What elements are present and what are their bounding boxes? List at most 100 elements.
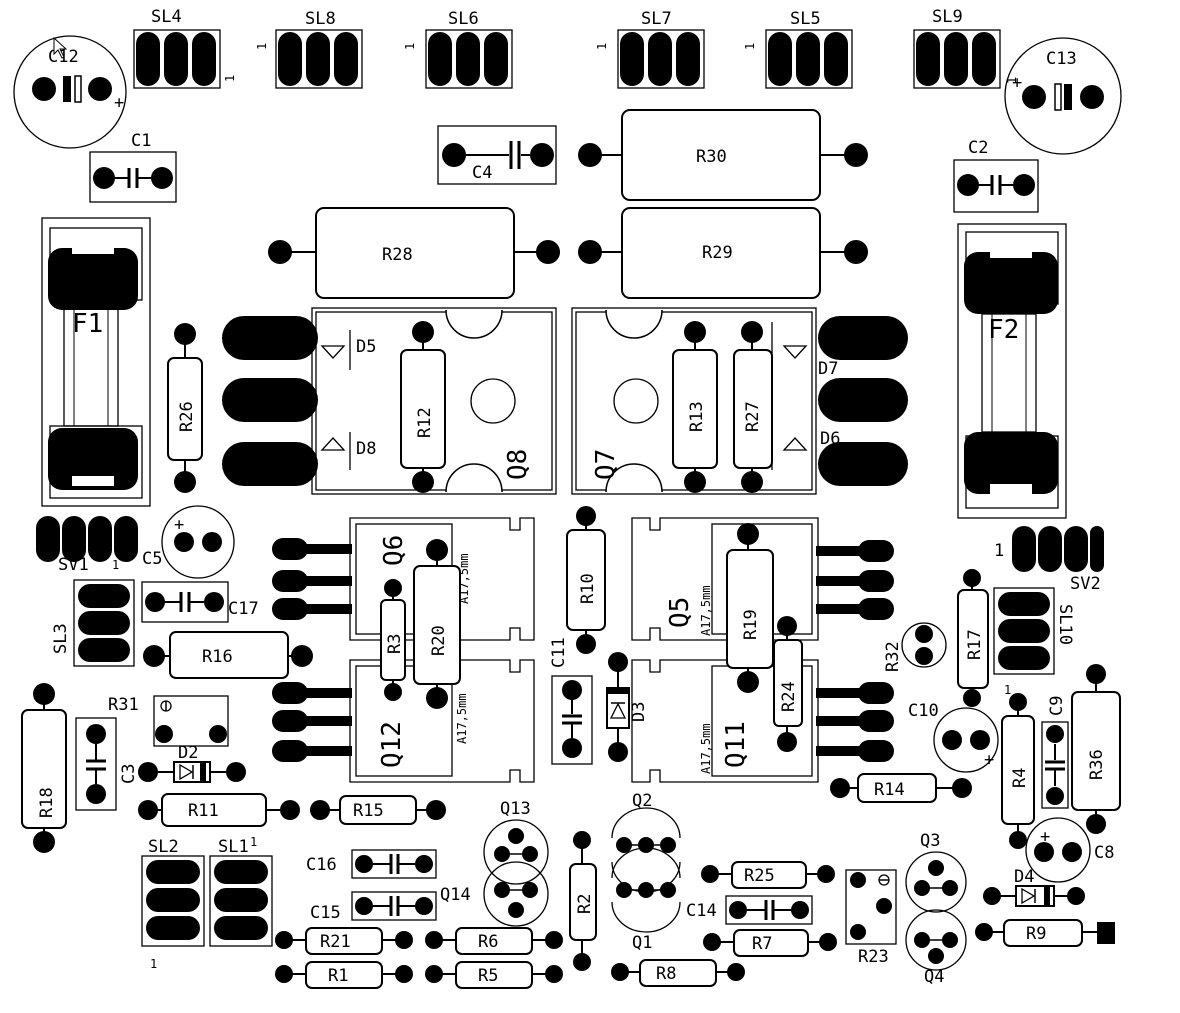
label-r16: R16 [202, 647, 233, 667]
label-c9: C9 [1047, 696, 1067, 716]
header-sl7: SL7 1 [595, 9, 705, 89]
label-sl1: SL1 [218, 837, 249, 857]
label-sv1: SV1 [58, 555, 89, 575]
label-r12: R12 [415, 407, 435, 438]
label-sl10: SL10 [1055, 604, 1075, 645]
header-sl10: SL10 1 [993, 587, 1075, 697]
label-c8: C8 [1094, 843, 1114, 863]
heatsink-q11: A17,5mm [699, 723, 713, 774]
transistor-q12: Q12 A17,5mm [272, 659, 535, 783]
label-sl2: SL2 [148, 837, 179, 857]
label-f1: F1 [72, 309, 103, 339]
diode-d2: D2 [138, 743, 246, 783]
resistor-r32: R32 [883, 622, 947, 672]
label-r26: R26 [177, 401, 197, 432]
label-c14: C14 [686, 901, 717, 921]
label-d3: D3 [629, 702, 649, 722]
heatsink-q5: A17,5mm [699, 585, 713, 636]
resistor-r30: R30 [578, 109, 868, 201]
label-sl5: SL5 [790, 9, 821, 29]
label-r27: R27 [743, 401, 763, 432]
resistor-r11: R11 [138, 793, 300, 827]
resistor-r1: R1 [275, 961, 413, 989]
label-d8: D8 [356, 439, 376, 459]
pin1-sl8: 1 [255, 43, 269, 50]
header-sl6: SL6 1 [403, 9, 513, 89]
capacitor-c3: C3 [75, 717, 139, 811]
resistor-r9: R9 [975, 919, 1115, 947]
resistor-r31: R31 [108, 695, 229, 747]
transistor-q7: Q7 [571, 307, 908, 495]
pin1-sl4: 1 [223, 75, 237, 82]
label-r18: R18 [37, 787, 57, 818]
label-sl7: SL7 [641, 9, 672, 29]
pin1-sl7: 1 [595, 43, 609, 50]
label-q8: Q8 [503, 449, 533, 480]
heatsink-q12: A17,5mm [455, 693, 469, 744]
label-q7: Q7 [591, 449, 621, 480]
pin1-sl6: 1 [403, 43, 417, 50]
label-r13: R13 [687, 401, 707, 432]
label-r3: R3 [385, 634, 405, 654]
label-sv2: SV2 [1070, 574, 1101, 594]
diode-d4: D4 [983, 867, 1085, 907]
label-sl4: SL4 [151, 7, 182, 27]
capacitor-c5: + C5 [142, 505, 235, 579]
transistor-q14: Q14 [440, 861, 549, 927]
label-q2: Q2 [632, 791, 652, 811]
transistor-q13: Q13 [483, 799, 549, 885]
resistor-r19: R19 [726, 523, 774, 693]
resistor-r16: R16 [143, 631, 313, 679]
polarity-c5: + [174, 515, 184, 535]
label-c4: C4 [472, 163, 492, 183]
pin1-sl9: 1 [1005, 77, 1019, 84]
pin1-sl1: 1 [250, 835, 257, 849]
resistor-r26: R26 [167, 323, 203, 493]
resistor-r3: R3 [380, 579, 406, 701]
label-r36: R36 [1087, 749, 1107, 780]
resistor-r23: R23 [845, 869, 897, 967]
label-c17: C17 [228, 599, 259, 619]
capacitor-c1: C1 [89, 131, 177, 203]
label-sl6: SL6 [448, 9, 479, 29]
transistor-q1: Q1 [611, 847, 681, 953]
capacitor-c17: C17 [141, 581, 259, 623]
pin1-sv2: 1 [994, 541, 1004, 561]
label-d5: D5 [356, 337, 376, 357]
label-sl8: SL8 [305, 9, 336, 29]
label-c2: C2 [968, 138, 988, 158]
resistor-r2: R2 [569, 831, 597, 971]
header-sl8: SL8 1 [255, 9, 363, 89]
diode-d8: D8 [320, 432, 376, 470]
resistor-r15: R15 [310, 795, 446, 825]
capacitor-c14: C14 [686, 895, 813, 925]
label-r11: R11 [188, 801, 219, 821]
label-q13: Q13 [500, 799, 531, 819]
resistor-r8: R8 [611, 959, 745, 987]
header-sl1: SL1 1 [209, 835, 273, 947]
polarity-c13: + [1012, 73, 1022, 93]
label-c11: C11 [549, 637, 569, 668]
label-r15: R15 [353, 801, 384, 821]
label-r14: R14 [874, 780, 905, 800]
label-r6: R6 [478, 932, 498, 952]
label-r20: R20 [429, 625, 449, 656]
header-sl4: SL4 1 [133, 7, 237, 89]
label-r17: R17 [965, 629, 985, 660]
resistor-r28: R28 [268, 207, 560, 299]
pin1-sl2: 1 [150, 957, 157, 971]
resistor-r6: R6 [425, 927, 563, 955]
label-r1: R1 [328, 966, 348, 986]
label-c16: C16 [306, 855, 337, 875]
label-r30: R30 [696, 147, 727, 167]
transistor-q2: Q2 [611, 791, 681, 893]
label-q14: Q14 [440, 885, 471, 905]
capacitor-c15: C15 [310, 891, 437, 923]
capacitor-c9: C9 [1041, 696, 1069, 809]
polarity-c10: + [984, 750, 994, 770]
capacitor-c16: C16 [306, 849, 437, 879]
resistor-r29: R29 [578, 207, 868, 299]
transistor-q8: Q8 [222, 307, 557, 495]
header-sv2: SV2 1 [994, 526, 1104, 594]
capacitor-c4: C4 [437, 125, 557, 185]
